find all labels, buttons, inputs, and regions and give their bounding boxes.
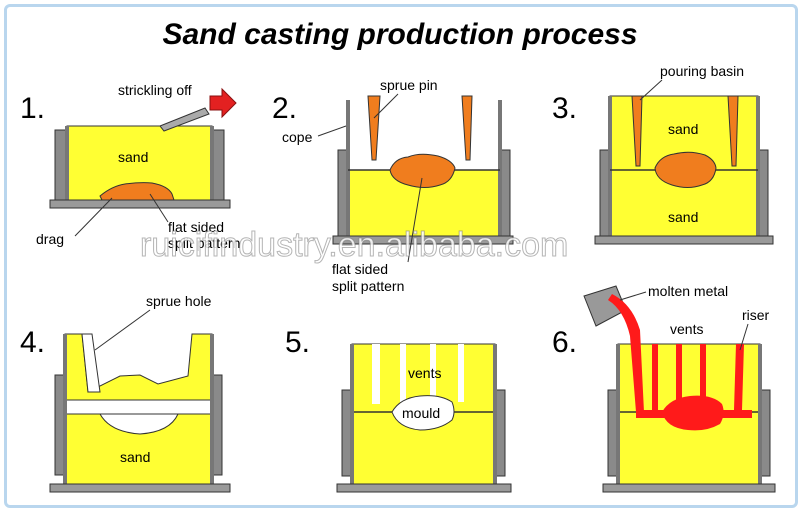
riser [734,344,744,410]
label-pouring-basin: pouring basin [660,63,744,79]
label-drag: drag [36,231,64,247]
step-6: 6. molten metal vents riser [552,283,776,493]
step-number: 4. [20,326,45,359]
split-pattern [389,153,456,188]
label-molten-metal: molten metal [648,283,728,299]
label-strickling-off: strickling off [118,82,192,98]
diagram-title: Sand casting production process [162,18,638,51]
split-pattern [99,182,175,201]
label-pattern-line-2: split pattern [332,278,404,294]
step-1: 1. strickling off sand drag flat sided s… [20,82,240,251]
label-pattern-line-2: split pattern [168,235,240,251]
sprue-hole [81,333,101,393]
label-vents: vents [670,321,703,337]
sprue-pin-right [461,95,473,161]
casting [662,395,724,431]
watermark: ruicifindustry.en.alibaba.com [140,226,568,264]
molten-stream [608,294,644,412]
step-number: 3. [552,92,577,125]
label-cope: cope [282,129,313,145]
label-pattern-line-1: flat sided [168,219,224,235]
step-5: 5. vents mould [285,326,512,493]
moulding-board [49,199,231,209]
label-sand-top: sand [668,121,698,137]
step-number: 2. [272,92,297,125]
leader-drag [74,197,113,237]
strickle-bar [159,107,210,132]
step-3: 3. pouring basin sand sand [552,63,774,245]
label-sprue-pin: sprue pin [380,77,438,93]
step-number: 1. [20,92,45,125]
label-sprue-hole: sprue hole [146,293,212,309]
label-riser: riser [742,307,770,323]
leader-pattern [149,193,169,223]
arrow-icon [209,87,237,119]
step-2: 2. sprue pin cope flat sided split patte… [272,77,514,294]
step-number: 5. [285,326,310,359]
label-sand-bottom: sand [668,209,698,225]
sprue-pin-left [367,95,381,161]
label-mould: mould [402,405,440,421]
label-sand: sand [118,149,148,165]
outer-frame [4,4,798,508]
step-number: 6. [552,326,577,359]
label-pattern-line-1: flat sided [332,261,388,277]
label-vents: vents [408,365,441,381]
step-4: 4. sprue hole sand [20,293,231,493]
mould-cavity [391,395,455,431]
label-sand: sand [120,449,150,465]
